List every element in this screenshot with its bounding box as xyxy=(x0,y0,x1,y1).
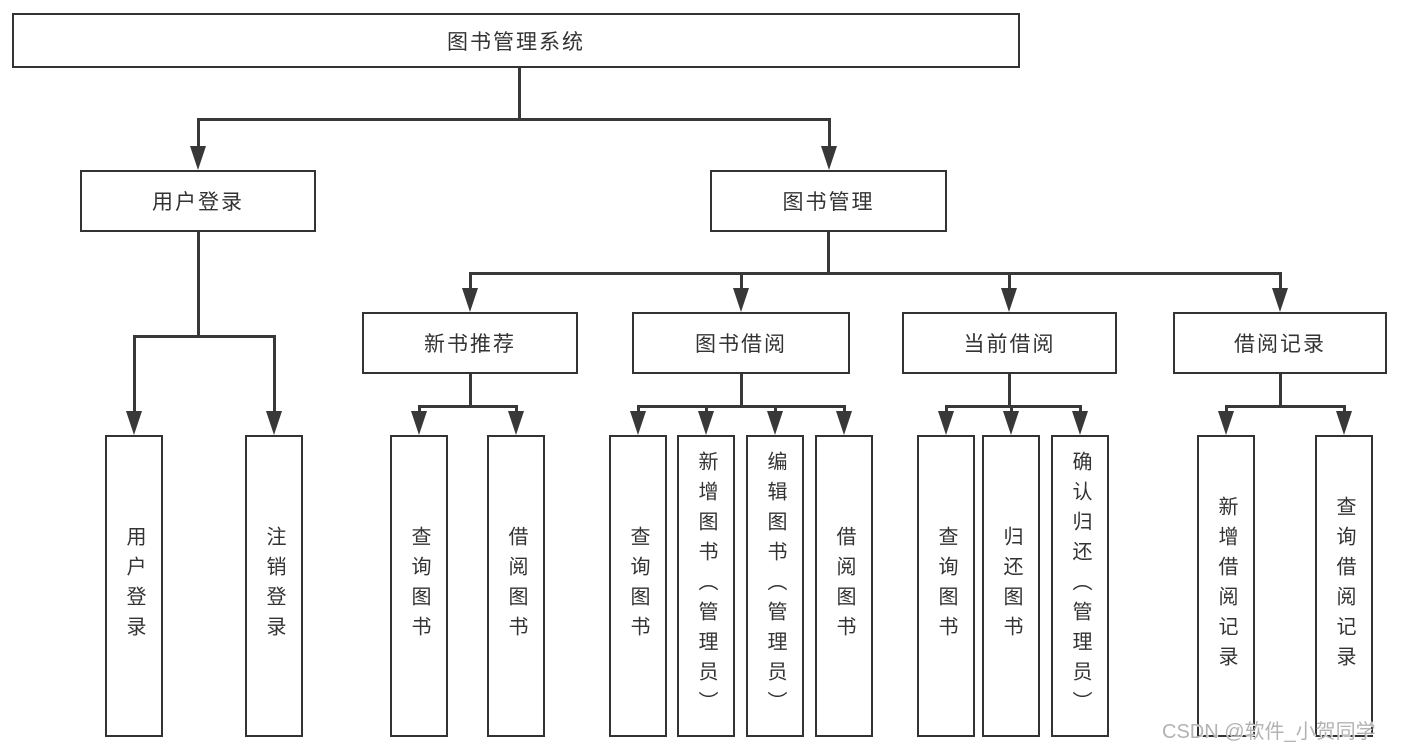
connector-drop-book-borrow xyxy=(740,272,743,290)
connector-drop-br-query xyxy=(1343,405,1346,415)
node-root: 图书管理系统 xyxy=(12,13,1020,68)
node-user-login-label: 用户登录 xyxy=(152,191,244,214)
arrowhead-bb-add xyxy=(698,411,714,435)
connector-drop-br-add xyxy=(1225,405,1228,415)
arrowhead-user-login xyxy=(190,146,206,170)
connector-drop-borrow-records xyxy=(1279,272,1282,290)
arrowhead-nb-query xyxy=(411,411,427,435)
node-user-login: 用户登录 xyxy=(80,170,316,232)
connector-current-borrow-split xyxy=(945,405,1082,408)
connector-drop-bb-edit xyxy=(774,405,777,415)
leaf-bb-query-books-label: 查询图书 xyxy=(627,526,649,646)
arrowhead-br-query xyxy=(1336,411,1352,435)
leaf-cb-return-books: 归还图书 xyxy=(982,435,1040,737)
leaf-user-login-label: 用户登录 xyxy=(123,526,145,646)
connector-drop-bb-borrow xyxy=(843,405,846,415)
leaf-br-query-record: 查询借阅记录 xyxy=(1315,435,1373,737)
leaf-bb-query-books: 查询图书 xyxy=(609,435,667,737)
connector-drop-bb-add xyxy=(705,405,708,415)
arrowhead-borrow-records xyxy=(1272,288,1288,312)
node-root-label: 图书管理系统 xyxy=(447,30,585,54)
connector-drop-bb-query xyxy=(637,405,640,415)
leaf-bb-add-books-admin-label: 新增图书（管理员） xyxy=(695,451,717,721)
connector-new-books-stub xyxy=(469,374,472,408)
arrowhead-bb-query xyxy=(630,411,646,435)
arrowhead-cb-query xyxy=(938,411,954,435)
connector-book-borrow-split xyxy=(637,405,846,408)
leaf-br-query-record-label: 查询借阅记录 xyxy=(1333,496,1355,676)
leaf-cb-confirm-return-admin: 确认归还（管理员） xyxy=(1051,435,1109,737)
connector-root-split xyxy=(197,118,831,121)
node-book-borrow: 图书借阅 xyxy=(632,312,850,374)
connector-drop-cb-query xyxy=(945,405,948,415)
leaf-br-add-record-label: 新增借阅记录 xyxy=(1215,496,1237,676)
leaf-bb-borrow-books: 借阅图书 xyxy=(815,435,873,737)
arrowhead-leaf-login xyxy=(126,411,142,435)
connector-borrow-records-stub xyxy=(1279,374,1282,408)
leaf-user-login: 用户登录 xyxy=(105,435,163,737)
node-new-book-recommend: 新书推荐 xyxy=(362,312,578,374)
arrowhead-br-add xyxy=(1218,411,1234,435)
node-new-book-recommend-label: 新书推荐 xyxy=(424,333,516,356)
connector-drop-book-management xyxy=(828,118,831,150)
leaf-bb-edit-books-admin: 编辑图书（管理员） xyxy=(746,435,804,737)
arrowhead-leaf-logout xyxy=(266,411,282,435)
arrowhead-bb-edit xyxy=(767,411,783,435)
leaf-bb-add-books-admin: 新增图书（管理员） xyxy=(677,435,735,737)
leaf-bb-edit-books-admin-label: 编辑图书（管理员） xyxy=(764,451,786,721)
node-borrow-records: 借阅记录 xyxy=(1173,312,1387,374)
connector-book-management-stub xyxy=(827,232,830,275)
leaf-logout-label: 注销登录 xyxy=(263,526,285,646)
leaf-cb-confirm-return-admin-label: 确认归还（管理员） xyxy=(1069,451,1091,721)
connector-current-borrow-stub xyxy=(1008,374,1011,408)
arrowhead-book-borrow xyxy=(733,288,749,312)
arrowhead-book-management xyxy=(821,146,837,170)
leaf-logout: 注销登录 xyxy=(245,435,303,737)
connector-drop-user-login xyxy=(197,118,200,150)
leaf-nb-query-books: 查询图书 xyxy=(390,435,448,737)
connector-borrow-records-split xyxy=(1225,405,1346,408)
arrowhead-new-books xyxy=(462,288,478,312)
node-current-borrow: 当前借阅 xyxy=(902,312,1117,374)
connector-drop-cb-confirm xyxy=(1079,405,1082,415)
node-book-borrow-label: 图书借阅 xyxy=(695,333,787,356)
connector-drop-cb-return xyxy=(1010,405,1013,415)
connector-drop-leaf-login xyxy=(133,335,136,413)
leaf-nb-borrow-books: 借阅图书 xyxy=(487,435,545,737)
connector-drop-new-books xyxy=(469,272,472,290)
leaf-bb-borrow-books-label: 借阅图书 xyxy=(833,526,855,646)
leaf-cb-query-books: 查询图书 xyxy=(917,435,975,737)
connector-drop-nb-query xyxy=(418,405,421,415)
connector-user-login-stub xyxy=(197,232,200,337)
connector-drop-leaf-logout xyxy=(273,335,276,413)
connector-book-management-split xyxy=(469,272,1282,275)
leaf-cb-query-books-label: 查询图书 xyxy=(935,526,957,646)
csdn-watermark: CSDN @软件_小贺同学 xyxy=(1162,721,1376,743)
connector-book-borrow-stub xyxy=(740,374,743,408)
arrowhead-cb-confirm xyxy=(1072,411,1088,435)
leaf-br-add-record: 新增借阅记录 xyxy=(1197,435,1255,737)
leaf-nb-query-books-label: 查询图书 xyxy=(408,526,430,646)
node-borrow-records-label: 借阅记录 xyxy=(1234,333,1326,356)
connector-drop-nb-borrow xyxy=(515,405,518,415)
node-book-management-label: 图书管理 xyxy=(782,191,875,214)
connector-drop-current-borrow xyxy=(1008,272,1011,290)
leaf-nb-borrow-books-label: 借阅图书 xyxy=(505,526,527,646)
connector-root-stub xyxy=(518,66,521,120)
arrowhead-bb-borrow xyxy=(836,411,852,435)
arrowhead-current-borrow xyxy=(1001,288,1017,312)
connector-new-books-split xyxy=(418,405,518,408)
node-current-borrow-label: 当前借阅 xyxy=(963,333,1056,356)
leaf-cb-return-books-label: 归还图书 xyxy=(1000,526,1022,646)
node-book-management: 图书管理 xyxy=(710,170,947,232)
connector-user-login-split xyxy=(133,335,276,338)
arrowhead-cb-return xyxy=(1003,411,1019,435)
arrowhead-nb-borrow xyxy=(508,411,524,435)
